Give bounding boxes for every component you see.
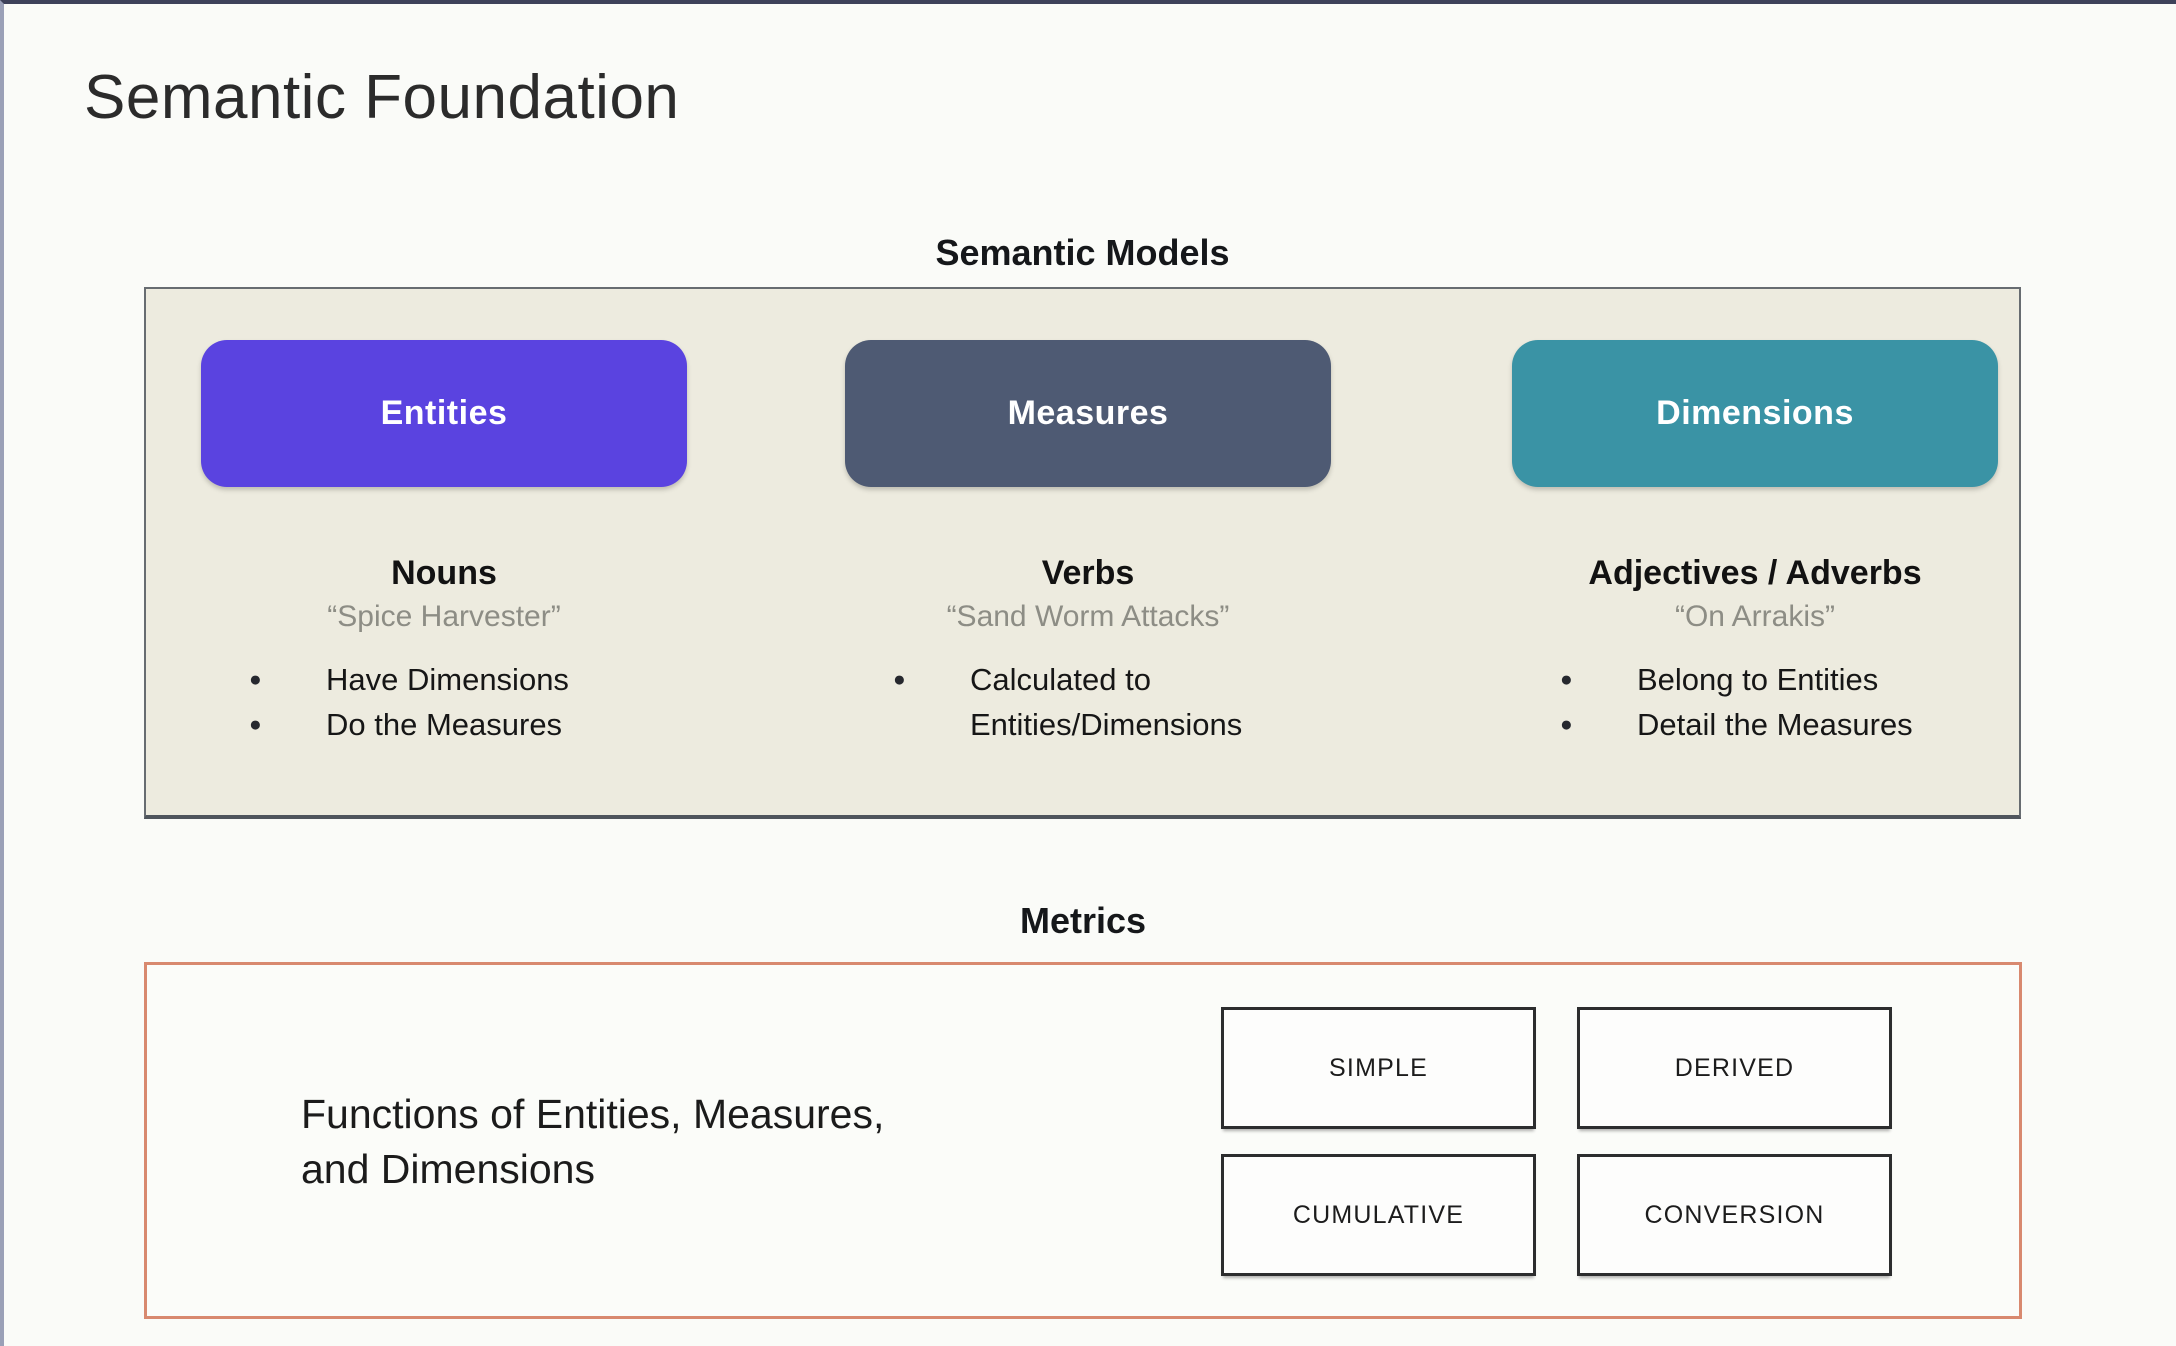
entities-bullet-list: Have Dimensions Do the Measures	[201, 657, 687, 747]
metric-type-derived: DERIVED	[1577, 1007, 1892, 1129]
measures-bullet-list: Calculated to Entities/Dimensions	[845, 657, 1331, 747]
entities-column: Entities Nouns “Spice Harvester” Have Di…	[201, 289, 687, 747]
bullet-item: Belong to Entities	[1512, 657, 1998, 702]
bullet-item: Do the Measures	[201, 702, 687, 747]
entities-pill: Entities	[201, 340, 687, 487]
metric-type-conversion: CONVERSION	[1577, 1154, 1892, 1276]
dimensions-example-quote: “On Arrakis”	[1674, 600, 1836, 633]
dimensions-bullet-list: Belong to Entities Detail the Measures	[1512, 657, 1998, 747]
metrics-heading: Metrics	[1019, 900, 1147, 941]
dimensions-word-class: Adjectives / Adverbs	[1588, 554, 1922, 592]
metrics-description: Functions of Entities, Measures, and Dim…	[301, 1091, 885, 1192]
semantic-models-heading: Semantic Models	[935, 232, 1230, 273]
dimensions-column: Dimensions Adjectives / Adverbs “On Arra…	[1512, 289, 1998, 747]
metrics-panel: Functions of Entities, Measures, and Dim…	[144, 962, 2022, 1319]
entities-word-class: Nouns	[391, 554, 497, 592]
metric-type-simple: SIMPLE	[1221, 1007, 1536, 1129]
metric-type-cumulative: CUMULATIVE	[1221, 1154, 1536, 1276]
semantic-models-panel: Entities Nouns “Spice Harvester” Have Di…	[144, 287, 2021, 819]
measures-word-class: Verbs	[1041, 554, 1135, 592]
entities-example-quote: “Spice Harvester”	[327, 600, 561, 633]
measures-pill: Measures	[845, 340, 1331, 487]
measures-column: Measures Verbs “Sand Worm Attacks” Calcu…	[845, 289, 1331, 747]
metric-types-grid: SIMPLE DERIVED CUMULATIVE CONVERSION	[1221, 1007, 1892, 1276]
dimensions-pill: Dimensions	[1512, 340, 1998, 487]
bullet-item: Detail the Measures	[1512, 702, 1998, 747]
measures-example-quote: “Sand Worm Attacks”	[946, 600, 1230, 633]
bullet-item: Calculated to Entities/Dimensions	[845, 657, 1270, 747]
bullet-item: Have Dimensions	[201, 657, 687, 702]
slide-title: Semantic Foundation	[84, 63, 680, 132]
